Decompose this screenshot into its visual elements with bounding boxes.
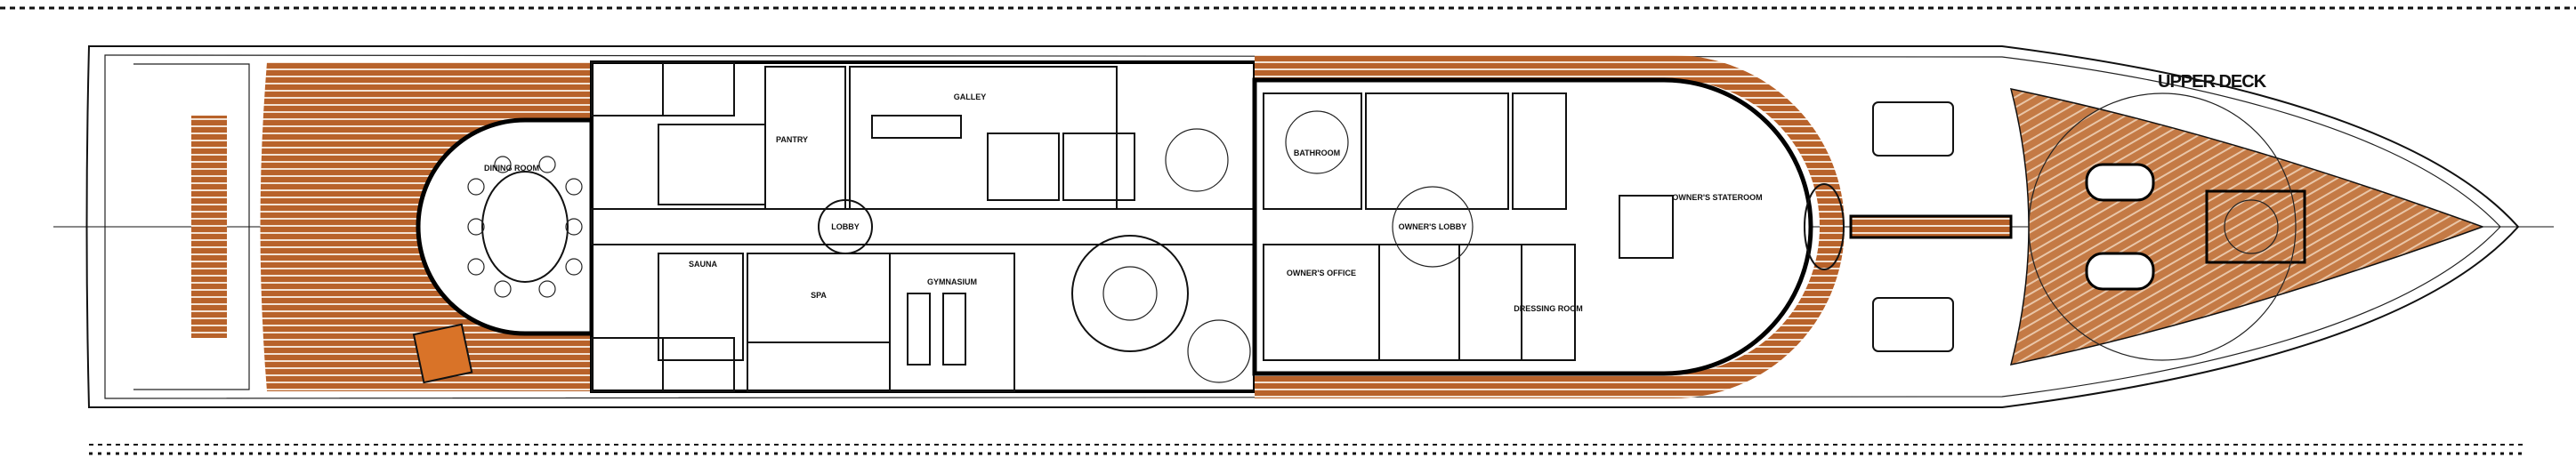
room-label-spa: SPA: [811, 291, 827, 300]
room-label-owners-lobby: OWNER'S LOBBY: [1399, 222, 1467, 231]
jet-ski-starboard: [1872, 297, 1954, 352]
helipad-hatch: [2205, 189, 2306, 264]
bottom-ruler: [89, 444, 2527, 455]
room-label-stateroom: OWNER'S STATEROOM: [1672, 193, 1762, 202]
interior: GALLEY PANTRY LOBBY SAUNA SPA GYMNASIUM: [590, 60, 1256, 393]
bed: [1619, 195, 1674, 259]
sun-lounger: [412, 323, 473, 384]
room-label-sauna: SAUNA: [689, 260, 718, 269]
tender-starboard: [2085, 252, 2155, 291]
room-label-dressing: DRESSING ROOM: [1514, 304, 1583, 313]
jet-ski-port: [1872, 101, 1954, 157]
room-label-bathroom: BATHROOM: [1294, 149, 1340, 157]
room-label-galley: GALLEY: [954, 92, 987, 101]
room-label-lobby: LOBBY: [831, 222, 860, 231]
foredeck-seating: [1804, 183, 1845, 270]
room-label-dining: DINING ROOM: [484, 164, 539, 173]
dining-room: DINING ROOM: [416, 117, 594, 336]
owners-suite: BATHROOM OWNER'S OFFICE OWNER'S LOBBY DR…: [1252, 55, 1845, 398]
tender-port: [2085, 163, 2155, 202]
deck-title: UPPER DECK: [2158, 72, 2267, 92]
room-label-gym: GYMNASIUM: [927, 277, 977, 286]
room-label-pantry: PANTRY: [776, 135, 808, 144]
room-label-owners-office: OWNER'S OFFICE: [1287, 269, 1356, 277]
foredeck: UPPER DECK: [1849, 72, 2485, 366]
